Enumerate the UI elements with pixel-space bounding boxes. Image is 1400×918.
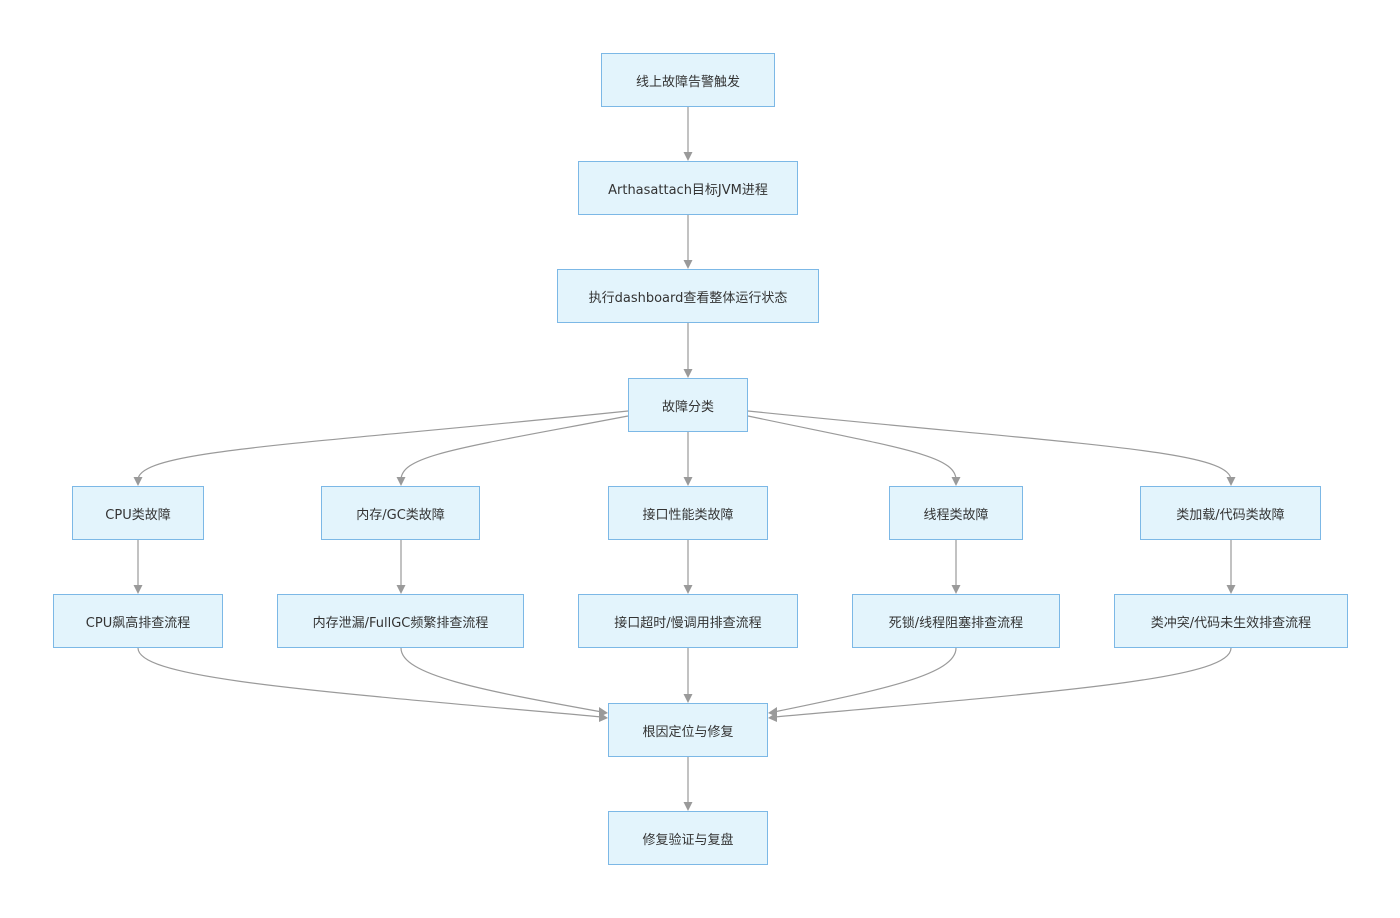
node-label: 类冲突/代码未生效排查流程 (1150, 615, 1312, 631)
node-fault-classify[interactable]: 故障分类 (628, 378, 748, 432)
arrowhead (683, 694, 693, 703)
node-cpu-flow[interactable]: CPU飙高排查流程 (53, 594, 223, 648)
node-label: 故障分类 (661, 399, 714, 415)
arrowhead (683, 152, 693, 161)
arrowhead (133, 585, 143, 594)
node-label: 修复验证与复盘 (642, 832, 734, 848)
node-label: 内存/GC类故障 (356, 507, 445, 523)
arrowhead (951, 585, 961, 594)
arrowhead (951, 477, 961, 486)
edge-mem-flow-root (400, 647, 603, 713)
node-label: CPU飙高排查流程 (85, 615, 191, 631)
arrowhead (599, 707, 608, 717)
node-label: 接口超时/慢调用排查流程 (614, 615, 762, 631)
edge-classify-class-fault (747, 410, 1232, 481)
edge-classify-cpu-fault (137, 410, 629, 481)
arrowhead (683, 802, 693, 811)
node-dashboard[interactable]: 执行dashboard查看整体运行状态 (557, 269, 819, 323)
node-cpu-fault[interactable]: CPU类故障 (72, 486, 204, 540)
arrowhead (396, 477, 406, 486)
arrowhead (768, 712, 777, 722)
arrowhead (683, 477, 693, 486)
arrowhead (133, 477, 143, 486)
edge-classify-thread-fault (747, 415, 957, 481)
node-api-perf-fault[interactable]: 接口性能类故障 (608, 486, 768, 540)
node-thread-fault[interactable]: 线程类故障 (889, 486, 1023, 540)
node-alert-trigger[interactable]: 线上故障告警触发 (601, 53, 775, 107)
arrowhead (1226, 477, 1236, 486)
edge-class-flow-root (773, 647, 1232, 718)
node-memory-flow[interactable]: 内存泄漏/FullGC频繁排查流程 (277, 594, 524, 648)
arrowhead (396, 585, 406, 594)
node-verify-review[interactable]: 修复验证与复盘 (608, 811, 768, 865)
node-arthas-attach[interactable]: Arthasattach目标JVM进程 (578, 161, 798, 215)
node-classload-fault[interactable]: 类加载/代码类故障 (1140, 486, 1321, 540)
node-class-flow[interactable]: 类冲突/代码未生效排查流程 (1114, 594, 1348, 648)
node-label: 类加载/代码类故障 (1176, 507, 1285, 523)
node-thread-flow[interactable]: 死锁/线程阻塞排查流程 (852, 594, 1060, 648)
node-label: 接口性能类故障 (642, 507, 734, 523)
node-label: 死锁/线程阻塞排查流程 (888, 615, 1024, 631)
edge-thread-flow-root (773, 647, 957, 713)
arrowhead (683, 369, 693, 378)
node-memory-gc-fault[interactable]: 内存/GC类故障 (321, 486, 480, 540)
node-label: 内存泄漏/FullGC频繁排查流程 (312, 615, 489, 631)
node-label: 执行dashboard查看整体运行状态 (588, 290, 788, 306)
arrowhead (1226, 585, 1236, 594)
edge-cpu-flow-root (137, 647, 603, 718)
node-label: 线程类故障 (923, 507, 989, 523)
edge-classify-mem-fault (400, 415, 629, 481)
arrowhead (683, 260, 693, 269)
node-root-cause[interactable]: 根因定位与修复 (608, 703, 768, 757)
node-label: Arthasattach目标JVM进程 (608, 182, 768, 198)
node-api-flow[interactable]: 接口超时/慢调用排查流程 (578, 594, 798, 648)
node-label: 线上故障告警触发 (635, 74, 740, 90)
node-label: CPU类故障 (105, 507, 171, 523)
arrowhead (683, 585, 693, 594)
node-label: 根因定位与修复 (642, 724, 734, 740)
